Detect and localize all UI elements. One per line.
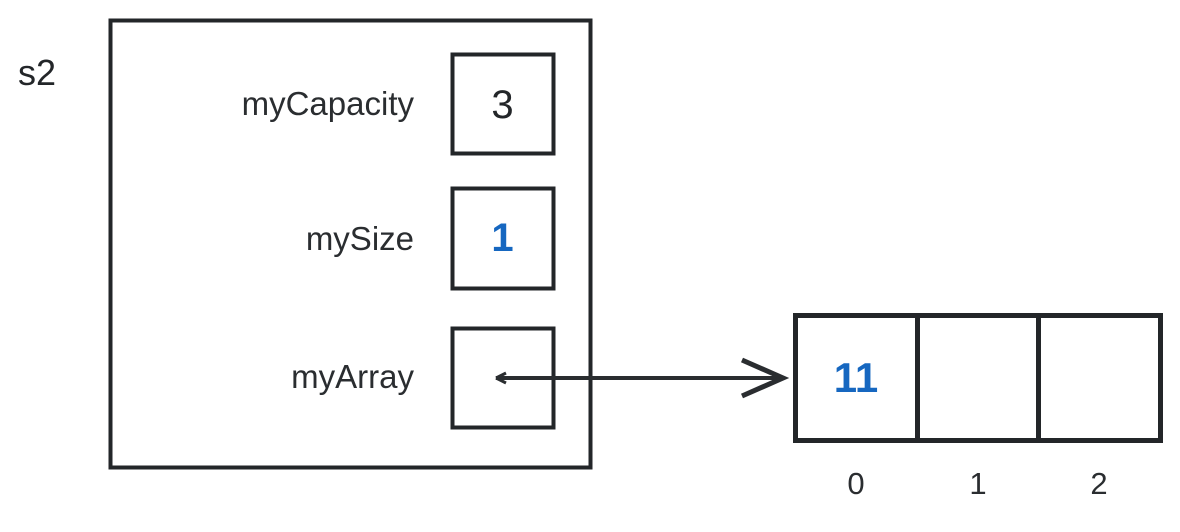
field-box-mysize: [450, 186, 556, 291]
pointer-arrowhead-icon: [740, 357, 790, 399]
field-label-mysize: mySize: [305, 220, 414, 257]
object-label-s2: s2: [18, 52, 57, 93]
array-index-label-1: 1: [969, 466, 987, 501]
pointer-tail-icon: [495, 371, 507, 385]
field-label-mycapacity: myCapacity: [241, 85, 414, 122]
object-box-s2: [108, 18, 593, 470]
array-block: [793, 313, 1163, 443]
array-index-label-2: 2: [1090, 466, 1108, 501]
array-cell-value-0: 11: [833, 354, 879, 401]
field-value-mysize: 1: [491, 216, 514, 260]
field-label-myarray: myArray: [291, 358, 414, 395]
field-value-mycapacity: 3: [491, 83, 514, 127]
array-index-label-0: 0: [847, 466, 865, 501]
field-box-mycapacity: [450, 52, 556, 156]
